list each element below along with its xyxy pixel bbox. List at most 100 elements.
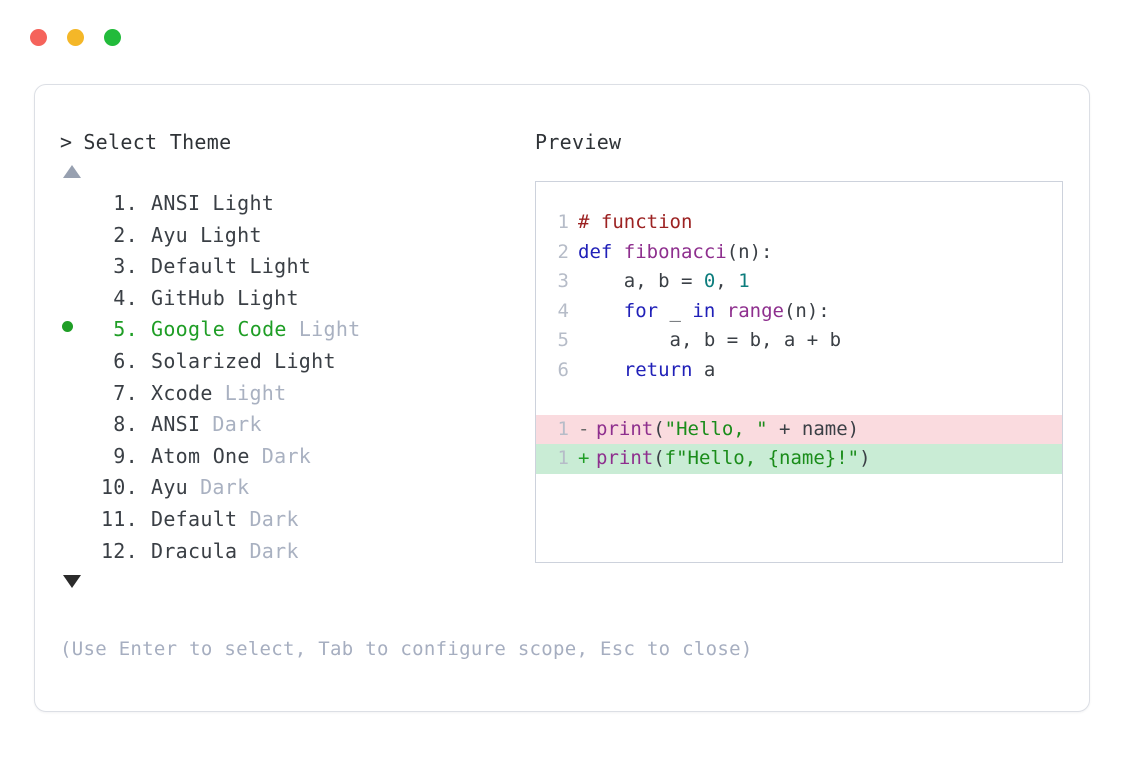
code-line-text: a, b = 0, 1	[578, 267, 1062, 297]
theme-name: Dracula	[151, 538, 238, 563]
theme-name-spacer	[188, 472, 200, 504]
code-line-text: def fibonacci(n):	[578, 238, 1062, 268]
theme-index: 11.	[100, 506, 138, 531]
scroll-up-icon[interactable]	[63, 165, 81, 178]
code-token: print	[596, 447, 654, 469]
code-token: (	[653, 447, 665, 469]
code-token: + name)	[767, 417, 860, 440]
theme-variant: Light	[298, 317, 361, 342]
selected-bullet-icon	[62, 321, 73, 333]
theme-list-item[interactable]: 9. Atom One Dark	[60, 441, 530, 473]
theme-list-item[interactable]: 6.Solarized Light	[60, 346, 530, 378]
theme-name-spacer	[237, 536, 249, 568]
theme-name-spacer	[262, 346, 274, 378]
theme-index: 2.	[100, 222, 138, 247]
theme-name-spacer	[225, 283, 237, 315]
code-token: # function	[578, 211, 693, 233]
theme-name: Ayu	[151, 475, 189, 500]
theme-variant: Light	[274, 348, 336, 373]
code-token: print	[596, 417, 654, 440]
theme-list-item[interactable]: 10.Ayu Dark	[60, 472, 530, 504]
theme-name: Ayu	[151, 222, 189, 247]
theme-picker-card: > Select Theme 1.ANSI Light 2.Ayu Light …	[34, 84, 1090, 712]
code-line-text: for _ in range(n):	[578, 297, 1062, 327]
theme-list-item[interactable]: 2. Ayu Light	[60, 220, 530, 252]
theme-variant: Dark	[249, 506, 299, 531]
minimize-button[interactable]	[67, 28, 84, 46]
code-token: f"Hello, {name}!"	[664, 447, 860, 469]
theme-name: ANSI	[151, 412, 201, 437]
theme-index: 7.	[100, 380, 138, 405]
theme-variant: Light	[249, 254, 312, 279]
theme-index: 4.	[100, 285, 138, 310]
theme-variant: Light	[212, 191, 275, 215]
diff-line-del: 1-print("Hello, " + name)	[536, 414, 1062, 445]
keyboard-hint: (Use Enter to select, Tab to configure s…	[60, 638, 753, 660]
code-token: a	[692, 358, 716, 381]
code-token: in	[692, 299, 716, 322]
code-line-text: a, b = b, a + b	[578, 326, 1062, 356]
code-token: return	[623, 358, 693, 381]
prompt-caret-icon: >	[60, 130, 73, 154]
theme-list-item[interactable]: 1. ANSI Light	[60, 188, 530, 220]
theme-variant: Dark	[249, 538, 299, 563]
theme-name: Atom One	[151, 443, 250, 468]
diff-sign: -	[578, 417, 590, 440]
line-number: 6	[557, 358, 569, 381]
code-line: 5 a, b = b, a + b	[536, 326, 1062, 356]
code-token: (n):	[726, 240, 773, 263]
diff-line-text: print(f"Hello, {name}!")	[596, 444, 1062, 474]
theme-list-item[interactable]: 5.Google Code Light	[60, 314, 530, 346]
close-button[interactable]	[30, 28, 47, 46]
theme-variant: Dark	[261, 443, 312, 468]
diff-line-number: 1	[557, 417, 569, 440]
diff-sign: +	[578, 447, 590, 469]
theme-name: ANSI	[151, 191, 201, 215]
code-token: range	[726, 299, 784, 322]
preview-label: Preview	[535, 130, 622, 154]
code-token: )	[859, 447, 871, 469]
code-line: 6 return a	[536, 356, 1062, 386]
theme-list-item[interactable]: 8.ANSI Dark	[60, 409, 530, 441]
theme-variant: Light	[200, 222, 262, 247]
code-token: _	[658, 299, 693, 322]
theme-list-item[interactable]: 12.Dracula Dark	[60, 536, 530, 568]
theme-name-spacer	[188, 220, 200, 252]
code-line: 3 a, b = 0, 1	[536, 267, 1062, 297]
code-token: ,	[715, 270, 739, 292]
theme-variant: Light	[237, 285, 299, 310]
theme-name-spacer	[250, 441, 262, 473]
code-gap	[536, 385, 1062, 415]
code-token: def	[578, 240, 624, 263]
theme-name: Default	[151, 254, 238, 279]
theme-index: 1.	[100, 191, 138, 215]
code-token: 0	[703, 270, 716, 292]
maximize-button[interactable]	[104, 28, 121, 46]
theme-selector-panel: > Select Theme 1.ANSI Light 2.Ayu Light …	[60, 129, 530, 589]
theme-name-spacer	[237, 251, 249, 283]
theme-index: 10.	[100, 475, 138, 500]
theme-name: Google Code	[151, 317, 287, 342]
code-line-text: # function	[578, 208, 1062, 238]
code-token: for	[623, 299, 659, 322]
code-line: 1# function	[536, 208, 1062, 238]
theme-index: 9.	[100, 443, 138, 468]
code-token: a, b = b, a + b	[578, 329, 842, 351]
theme-list-item[interactable]: 3.Default Light	[60, 251, 530, 283]
theme-list-item[interactable]: 4.GitHub Light	[60, 283, 530, 315]
diff-line-text: print("Hello, " + name)	[596, 415, 1062, 445]
scroll-down-icon[interactable]	[63, 575, 81, 589]
window-titlebar	[0, 0, 1129, 74]
theme-list-item[interactable]: 7.Xcode Light	[60, 378, 530, 410]
theme-name-spacer	[287, 314, 299, 346]
theme-list-item[interactable]: 11. Default Dark	[60, 504, 530, 536]
theme-name: Default	[151, 506, 238, 531]
prompt-header: > Select Theme	[60, 129, 530, 155]
theme-name-spacer	[237, 504, 249, 536]
theme-name-spacer	[213, 378, 225, 410]
code-token	[715, 300, 726, 322]
code-line: 4 for _ in range(n):	[536, 297, 1062, 327]
